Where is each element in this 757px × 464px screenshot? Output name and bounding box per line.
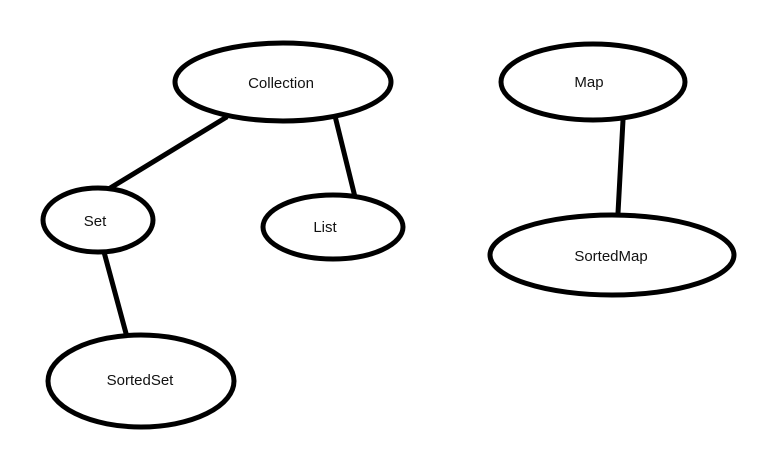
node-list: List	[260, 192, 406, 262]
node-collection: Collection	[172, 40, 394, 124]
node-collection-label: Collection	[248, 75, 314, 92]
node-sortedmap-label: SortedMap	[574, 248, 647, 265]
edge-collection-list	[331, 112, 359, 201]
edge-set-sortedset	[100, 248, 131, 341]
node-set-label: Set	[84, 213, 107, 230]
node-map-shape	[498, 41, 688, 123]
node-set-shape	[40, 185, 156, 255]
node-sortedmap: SortedMap	[487, 212, 737, 298]
node-map: Map	[498, 41, 688, 123]
node-sortedmap-shape	[487, 212, 737, 298]
node-list-label: List	[313, 219, 337, 236]
node-list-shape	[260, 192, 406, 262]
node-collection-shape	[172, 40, 394, 124]
node-sortedset-label: SortedSet	[107, 372, 175, 389]
node-map-label: Map	[574, 74, 603, 91]
node-sortedset: SortedSet	[45, 332, 237, 430]
node-sortedset-shape	[45, 332, 237, 430]
edge-collection-set	[103, 114, 229, 194]
node-set: Set	[40, 185, 156, 255]
edge-map-sortedmap	[615, 117, 626, 216]
